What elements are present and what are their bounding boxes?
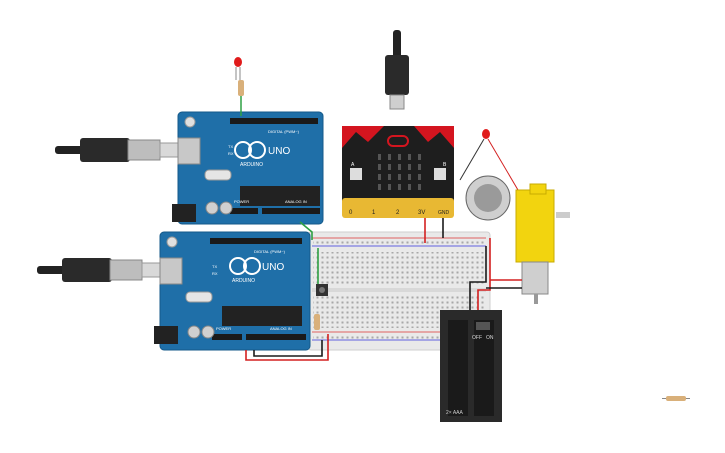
- wire-green-top[interactable]: [299, 221, 313, 240]
- infinity-logo: [229, 257, 247, 275]
- reset-button[interactable]: [166, 236, 178, 248]
- arduino-top-rx-label: RX: [228, 151, 234, 156]
- button-b[interactable]: [434, 168, 446, 180]
- piezo-buzzer[interactable]: [465, 175, 511, 221]
- edge-connector[interactable]: [342, 198, 454, 218]
- resistor-loose[interactable]: [662, 396, 690, 401]
- arduino-bottom-power-label: POWER: [216, 326, 231, 331]
- microbit-pin-gnd[interactable]: GND: [438, 210, 450, 216]
- usb-cable-top: [55, 138, 181, 162]
- battery-label: 2× AAA: [446, 410, 463, 416]
- wire-red-power[interactable]: [245, 334, 329, 361]
- microbit-pin-3v[interactable]: 3V: [418, 210, 425, 216]
- arduino-top-power-label: POWER: [234, 199, 249, 204]
- microbit-pin-2[interactable]: 2: [396, 210, 400, 216]
- microcontroller-chip: [222, 306, 302, 326]
- microbit-button-a-label: A: [351, 162, 355, 168]
- arduino-top-brand: ARDUINO: [240, 162, 263, 168]
- usb-cable-bottom: [37, 258, 163, 282]
- arduino-bottom-digital-label: DIGITAL (PWM~): [254, 249, 286, 254]
- arduino-top-model: UNO: [268, 146, 290, 157]
- microbit-pin-0[interactable]: 0: [349, 210, 353, 216]
- arduino-top-analog-label: ANALOG IN: [285, 199, 307, 204]
- battery-switch-on: ON: [486, 335, 494, 341]
- arduino-uno-bottom[interactable]: [154, 231, 311, 351]
- reset-button[interactable]: [184, 116, 196, 128]
- arduino-top-digital-label: DIGITAL (PWM~): [268, 129, 300, 134]
- microcontroller-chip: [240, 186, 320, 206]
- wire-black-ground[interactable]: [253, 340, 323, 357]
- dc-motor[interactable]: [515, 183, 570, 304]
- arduino-bottom-model: UNO: [262, 262, 284, 273]
- led-top[interactable]: [234, 57, 242, 80]
- button-a[interactable]: [350, 168, 362, 180]
- arduino-bottom-rx-label: RX: [212, 271, 218, 276]
- microbit-button-b-label: B: [443, 162, 447, 168]
- battery-pack[interactable]: [440, 310, 502, 422]
- usb-cable-microbit: [385, 30, 409, 110]
- wires: [245, 218, 522, 361]
- microbit-board[interactable]: [342, 126, 454, 218]
- wire-battery-black[interactable]: [469, 246, 487, 310]
- microbit-pin-1[interactable]: 1: [372, 210, 376, 216]
- wire-battery-red[interactable]: [477, 238, 491, 310]
- arduino-bottom-brand: ARDUINO: [232, 278, 255, 284]
- arduino-bottom-analog-label: ANALOG IN: [270, 326, 292, 331]
- arduino-uno-top[interactable]: [172, 111, 324, 225]
- battery-switch-off: OFF: [472, 335, 482, 341]
- pushbutton[interactable]: [316, 284, 328, 296]
- led-motor[interactable]: [459, 129, 519, 191]
- power-switch[interactable]: [476, 322, 490, 330]
- led-matrix: [378, 154, 421, 190]
- resistor-top[interactable]: [238, 80, 244, 116]
- arduino-bottom-tx-label: TX: [212, 264, 217, 269]
- infinity-logo: [234, 141, 252, 159]
- arduino-top-tx-label: TX: [228, 144, 233, 149]
- resistor-breadboard[interactable]: [314, 314, 320, 330]
